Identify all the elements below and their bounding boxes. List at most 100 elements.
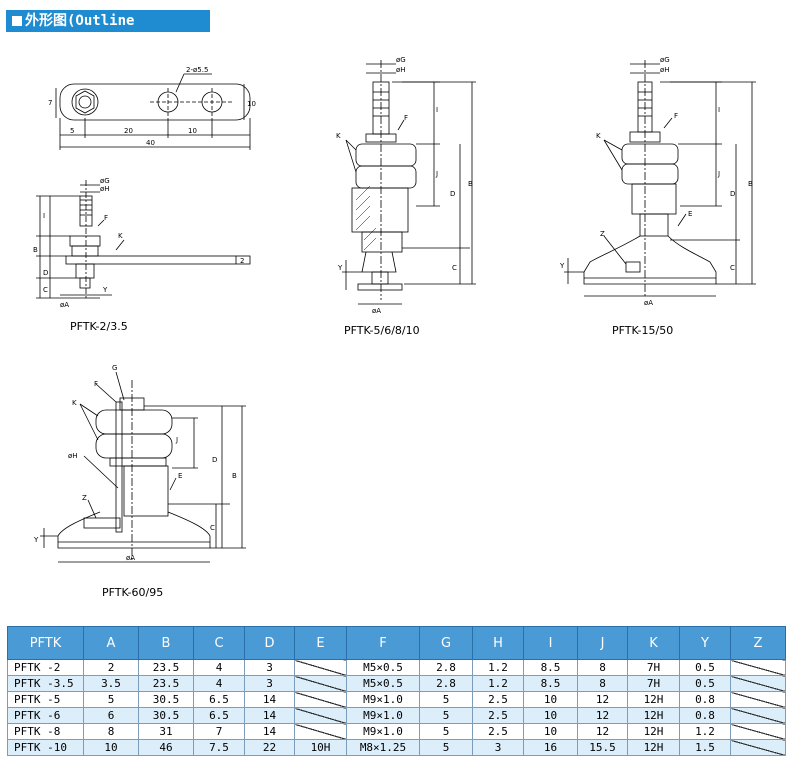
value-cell: 7.5 <box>193 739 245 756</box>
plate-height-label: 7 <box>48 99 52 107</box>
value-cell: 5 <box>419 707 473 724</box>
pftk-15-z-label: Z <box>600 230 605 238</box>
value-cell: 30.5 <box>138 707 194 724</box>
pftk-15-j-label: J <box>717 170 720 178</box>
pftk-2-f-label: F <box>104 214 108 222</box>
value-cell: M5×0.5 <box>346 675 420 692</box>
pftk-15-h-label: øH <box>660 66 670 74</box>
square-bullet-icon <box>12 16 22 26</box>
pftk-60-k-label: K <box>72 399 77 407</box>
plate-hole-label: 2-ø5.5 <box>186 66 208 74</box>
value-cell: 31 <box>138 723 194 740</box>
value-cell: M9×1.0 <box>346 723 420 740</box>
value-cell: 5 <box>419 739 473 756</box>
outline-drawings: 2-ø5.5 7 10 5 20 10 40 øG øH F K I B <box>33 56 756 563</box>
value-cell: 0.5 <box>679 675 731 692</box>
value-cell <box>294 691 347 708</box>
value-cell: 7 <box>193 723 245 740</box>
pftk-60-j-label: J <box>175 436 178 444</box>
value-cell: 14 <box>244 691 295 708</box>
plate-dim-5: 5 <box>70 127 74 135</box>
value-cell: 12 <box>577 707 628 724</box>
value-cell: 15.5 <box>577 739 628 756</box>
pftk-15-i-label: I <box>718 106 720 114</box>
column-header: Y <box>679 626 731 660</box>
value-cell: 3 <box>472 739 524 756</box>
value-cell: 2.5 <box>472 691 524 708</box>
value-cell: 7H <box>627 659 680 676</box>
value-cell: 1.2 <box>679 723 731 740</box>
value-cell: 10H <box>294 739 347 756</box>
section-title-text: 外形图(Outline Drawing) <box>12 13 135 51</box>
column-header: J <box>577 626 628 660</box>
plate-dim-40: 40 <box>146 139 155 147</box>
section-title: 外形图(Outline Drawing) <box>6 10 210 51</box>
model-cell: PFTK -3.5 <box>7 675 84 692</box>
column-header: B <box>138 626 194 660</box>
pftk-2-d-label: D <box>43 269 48 277</box>
column-header: E <box>294 626 347 660</box>
value-cell: 16 <box>523 739 578 756</box>
pftk-60-e-label: E <box>178 472 182 480</box>
pftk-60-drawing <box>40 371 246 563</box>
value-cell <box>294 675 347 692</box>
column-header: G <box>419 626 473 660</box>
value-cell: 23.5 <box>138 659 194 676</box>
pftk-2-2-label: 2 <box>240 257 244 265</box>
caption-pftk-5: PFTK-5/6/8/10 <box>344 324 420 337</box>
pftk-15-d-label: D <box>730 190 735 198</box>
value-cell: 12H <box>627 691 680 708</box>
value-cell: 12H <box>627 739 680 756</box>
value-cell: 1.2 <box>472 675 524 692</box>
pftk-60-g-label: G <box>112 364 117 372</box>
value-cell: 46 <box>138 739 194 756</box>
plate-width-label: 10 <box>247 100 256 108</box>
value-cell: 7H <box>627 675 680 692</box>
pftk-2-g-label: øG <box>100 177 110 185</box>
value-cell: 0.8 <box>679 707 731 724</box>
pftk-15-e-label: E <box>688 210 692 218</box>
value-cell: M5×0.5 <box>346 659 420 676</box>
column-header: D <box>244 626 295 660</box>
pftk-15-c-label: C <box>730 264 735 272</box>
model-cell: PFTK -10 <box>7 739 84 756</box>
pftk-15-a-label: øA <box>644 299 653 307</box>
value-cell: 8 <box>577 659 628 676</box>
column-header: K <box>627 626 680 660</box>
pftk-15-b-label: B <box>748 180 753 188</box>
plate-dim-10: 10 <box>188 127 197 135</box>
value-cell: 8 <box>83 723 139 740</box>
value-cell: 2.8 <box>419 659 473 676</box>
model-cell: PFTK -8 <box>7 723 84 740</box>
pftk-15-f-label: F <box>674 112 678 120</box>
model-cell: PFTK -2 <box>7 659 84 676</box>
value-cell: 12H <box>627 723 680 740</box>
value-cell <box>730 723 786 740</box>
pftk-60-b-label: B <box>232 472 237 480</box>
value-cell: 10 <box>523 723 578 740</box>
value-cell: 10 <box>523 707 578 724</box>
pftk-5-i-label: I <box>436 106 438 114</box>
value-cell: 14 <box>244 707 295 724</box>
column-header: A <box>83 626 139 660</box>
value-cell: 10 <box>83 739 139 756</box>
pftk-60-f-label: F <box>94 380 98 388</box>
pftk-5-drawing <box>342 60 476 305</box>
value-cell <box>730 691 786 708</box>
pftk-2-i-label: I <box>43 212 45 220</box>
value-cell: 10 <box>523 691 578 708</box>
value-cell <box>730 707 786 724</box>
value-cell: 8.5 <box>523 659 578 676</box>
pftk-60-c-label: C <box>210 524 215 532</box>
value-cell: 5 <box>83 691 139 708</box>
column-header: C <box>193 626 245 660</box>
value-cell: M9×1.0 <box>346 691 420 708</box>
value-cell: 12H <box>627 707 680 724</box>
model-cell: PFTK -5 <box>7 691 84 708</box>
pftk-5-k-label: K <box>336 132 341 140</box>
pftk-5-h-label: øH <box>396 66 406 74</box>
